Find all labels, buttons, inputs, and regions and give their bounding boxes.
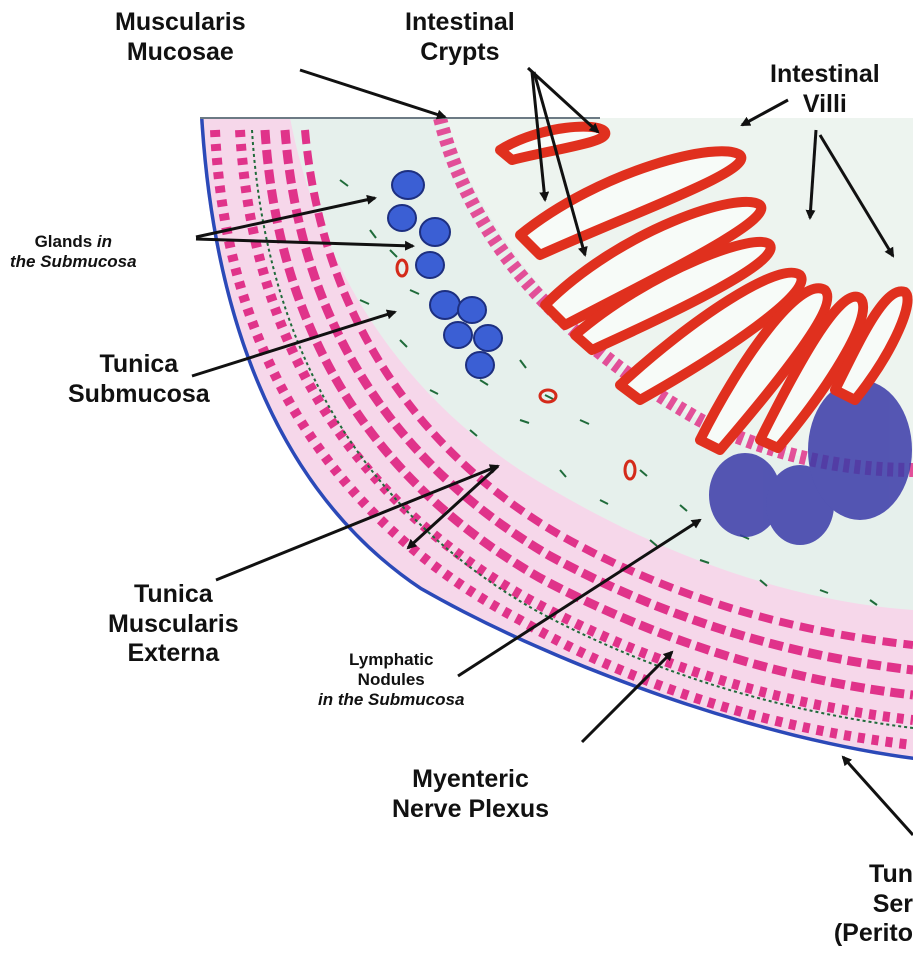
label-myenteric-nerve-plexus: Myenteric Nerve Plexus [392, 765, 549, 824]
arrow-serosa [843, 757, 913, 835]
label-intestinal-crypts: Intestinal Crypts [405, 8, 515, 67]
arrow-muscularis-mucosae [300, 70, 445, 117]
label-intestinal-villi: Intestinal Villi [770, 60, 880, 119]
label-tunica-muscularis-externa: Tunica Muscularis Externa [108, 580, 239, 669]
label-muscularis-mucosae: Muscularis Mucosae [115, 8, 246, 67]
label-tunica-serosa: Tun Ser (Perito [828, 860, 913, 949]
label-lymphatic-nodules: Lymphatic Nodules in the Submucosa [318, 650, 464, 710]
label-tunica-submucosa: Tunica Submucosa [68, 350, 210, 409]
label-glands-submucosa: Glands in the Submucosa [10, 232, 137, 272]
